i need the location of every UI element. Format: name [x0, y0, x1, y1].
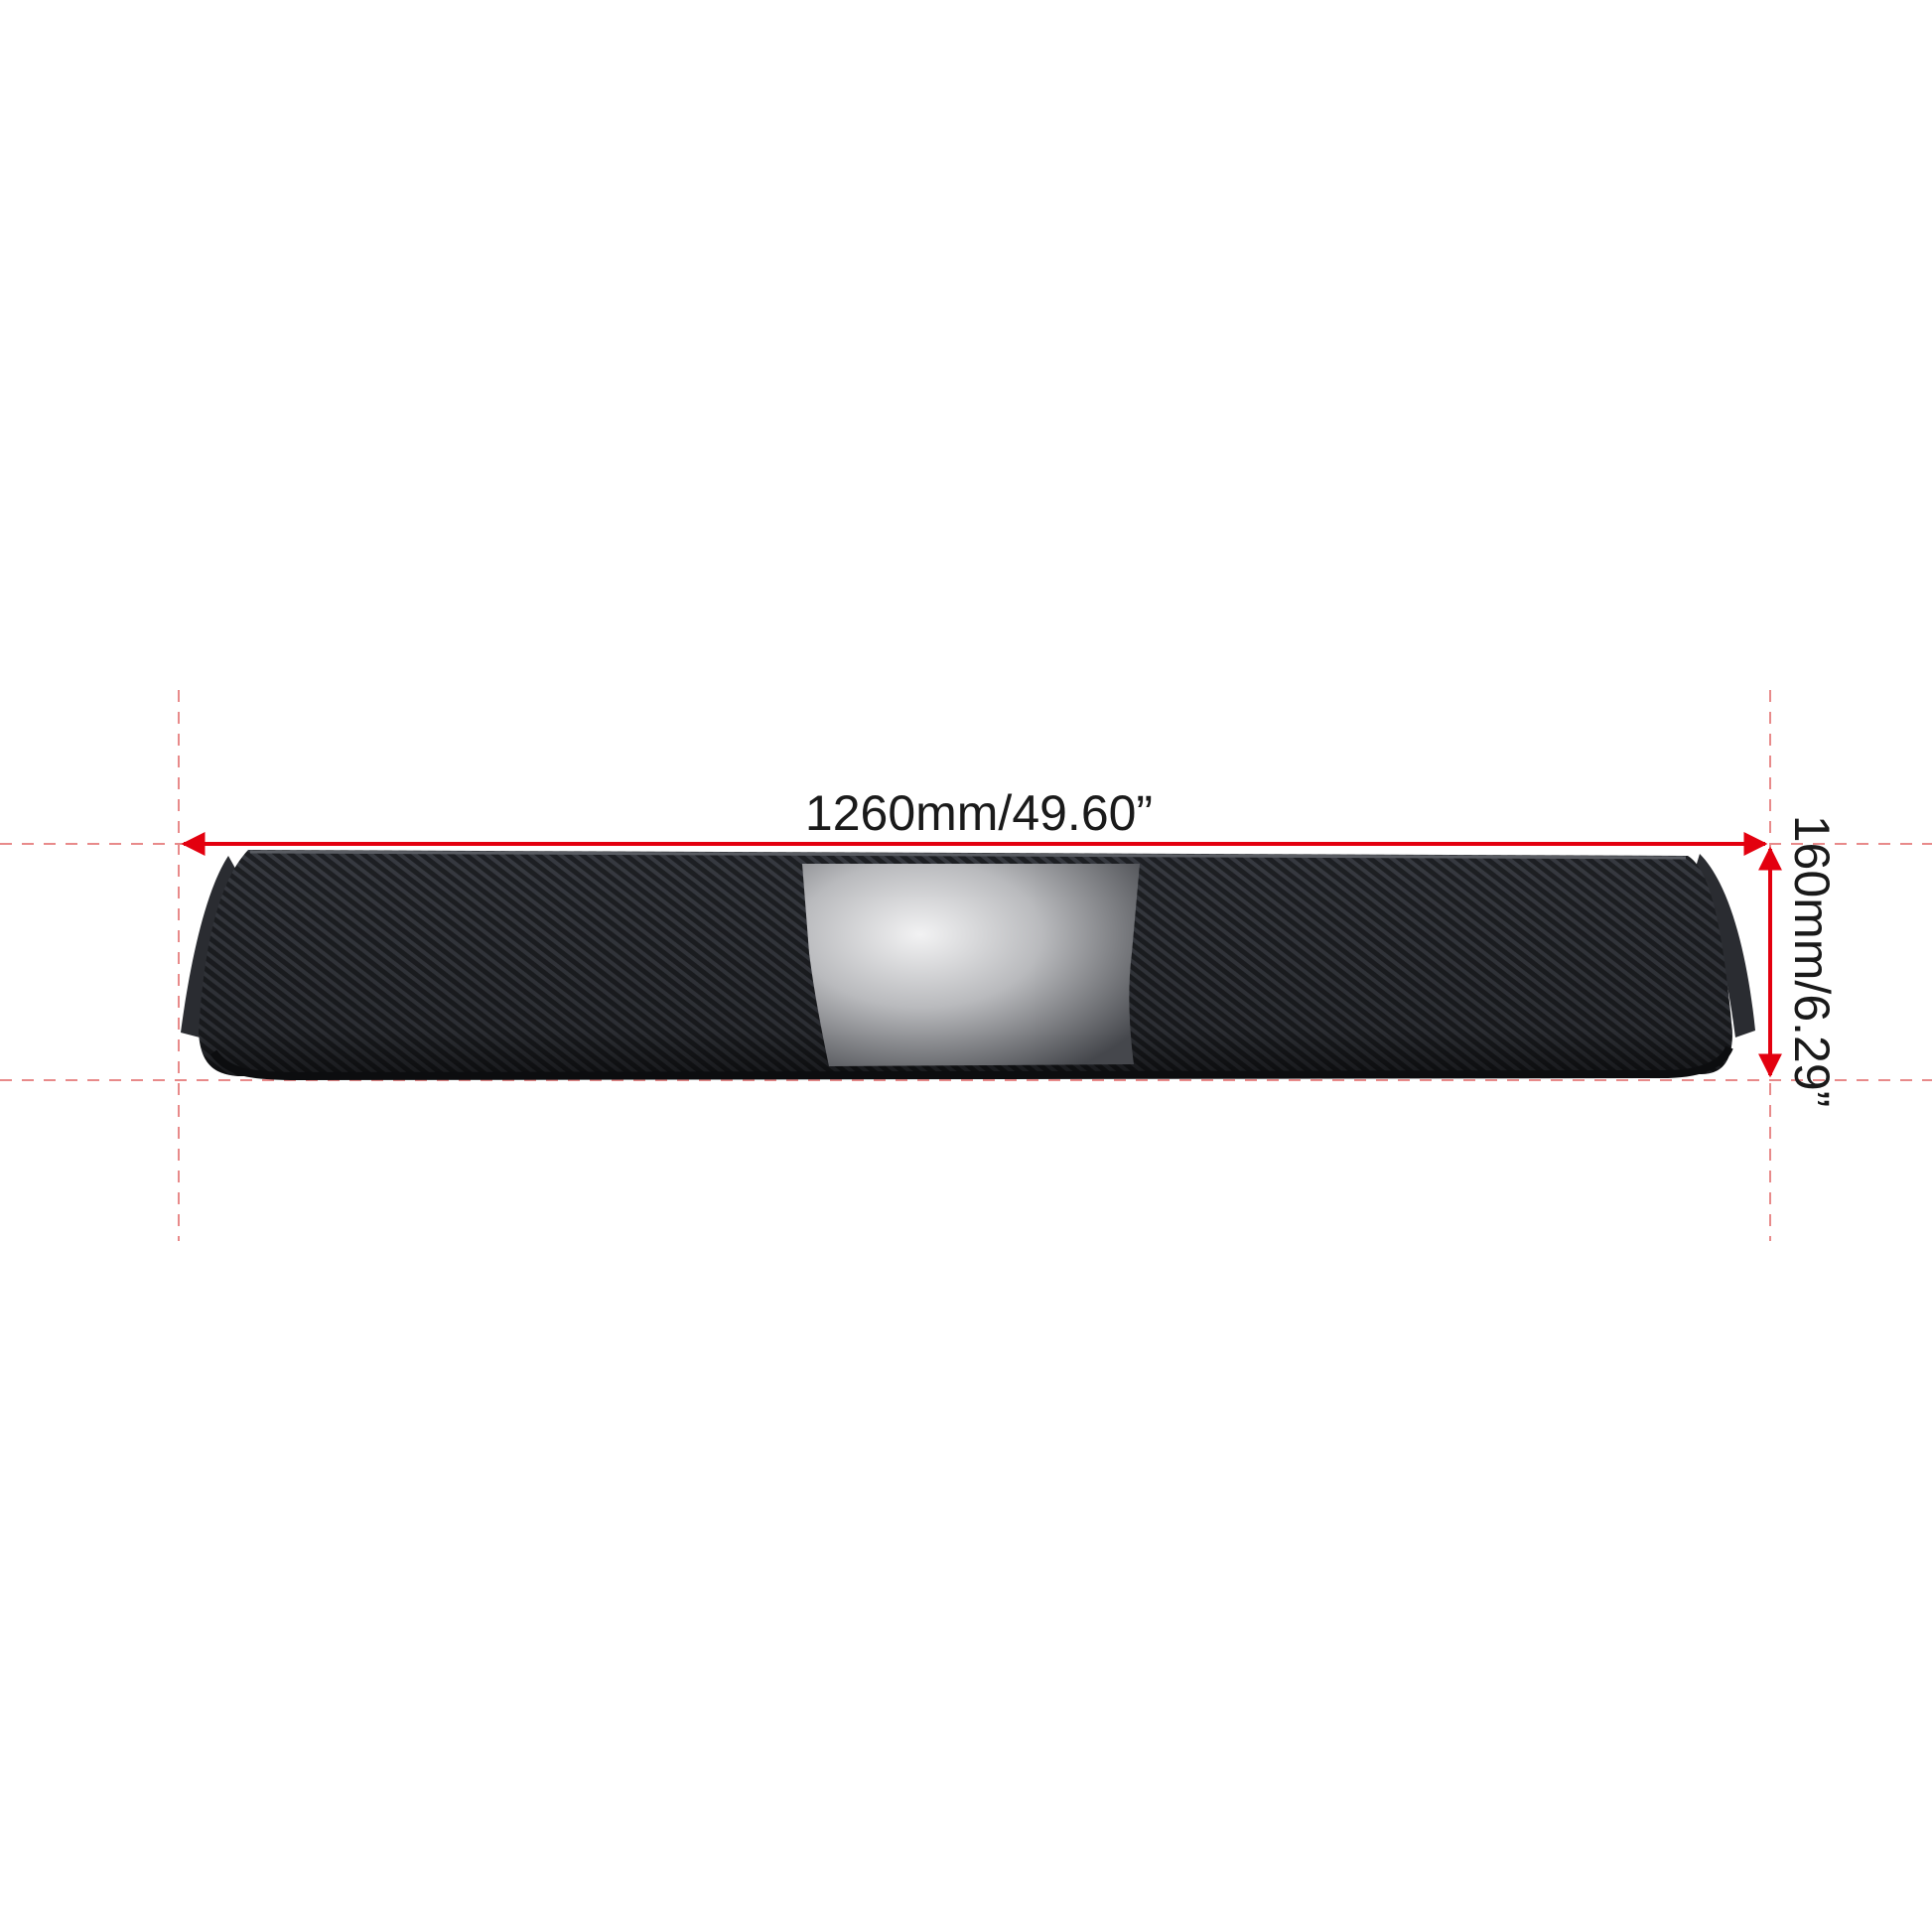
height-dimension-label: 160mm/6.29” [1784, 815, 1840, 1108]
spoiler-glossy-center [802, 864, 1140, 1066]
spoiler-image [181, 850, 1755, 1081]
width-dimension-label: 1260mm/49.60” [805, 785, 1153, 841]
